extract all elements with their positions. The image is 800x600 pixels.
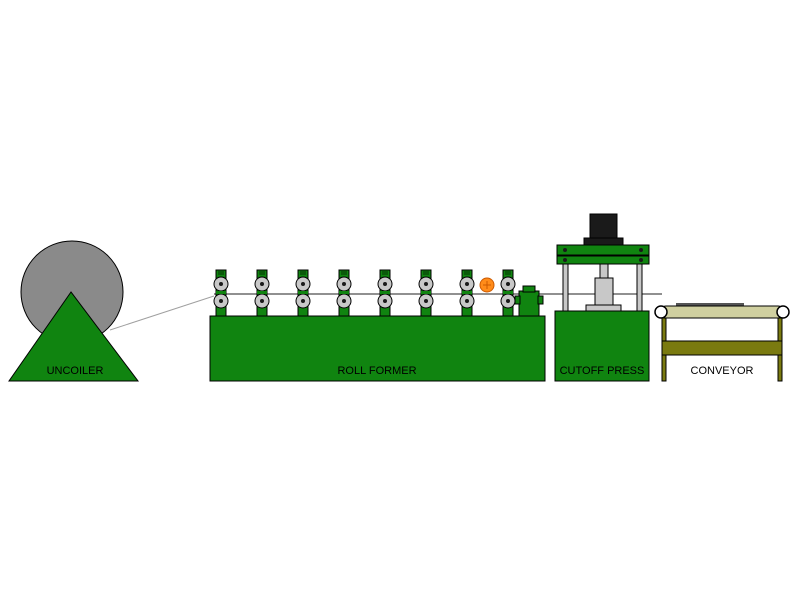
uncoiler-stand [8,291,140,382]
tie-rod-nut [639,258,643,262]
press-column-left [562,263,569,312]
roll-former-label: ROLL FORMER [337,365,416,377]
conveyor-pulley-right [776,305,790,319]
conveyor: CONVEYOR [654,303,790,382]
die-block [594,277,614,307]
stand-cap [505,271,511,275]
roll-shaft [301,282,305,286]
tie-rod-nut [563,248,567,252]
press-column-right [636,263,643,312]
roll-stand [377,269,393,317]
roll-shaft [383,299,387,303]
roll-stand [213,269,229,317]
roll-shaft [424,282,428,286]
roll-shaft [383,282,387,286]
roll-shaft [219,282,223,286]
stand-cap [382,271,388,275]
drive-gearbox [514,285,544,317]
cutoff-press: CUTOFF PRESS [554,213,650,382]
roll-former: ROLL FORMER [209,269,546,382]
conveyor-crossbar [661,340,783,356]
stand-spacer [462,291,472,294]
press-top-plate [556,244,650,256]
uncoiler-label: UNCOILER [47,365,104,377]
stand-spacer [503,291,513,294]
roll-stands [213,269,516,317]
stand-cap [218,271,224,275]
die-shank [599,263,609,279]
roll-shaft [465,282,469,286]
stand-cap [464,271,470,275]
roll-shaft [506,299,510,303]
cutoff-press-label: CUTOFF PRESS [560,365,645,377]
roll-stand [500,269,516,317]
tie-rod-nut [639,248,643,252]
conveyor-label: CONVEYOR [691,365,754,377]
roll-shaft [342,299,346,303]
stand-spacer [257,291,267,294]
roll-shaft [260,299,264,303]
stand-cap [259,271,265,275]
roll-shaft [260,282,264,286]
roll-shaft [342,282,346,286]
roll-stand [295,269,311,317]
roll-shaft [301,299,305,303]
stand-cap [423,271,429,275]
roll-shaft [506,282,510,286]
stand-spacer [380,291,390,294]
stand-spacer [421,291,431,294]
roll-shaft [465,299,469,303]
stand-cap [341,271,347,275]
roll-stand [254,269,270,317]
stand-spacer [339,291,349,294]
strip-from-coil [109,295,215,331]
tie-rod-nut [563,258,567,262]
roll-stand [418,269,434,317]
stand-cap [300,271,306,275]
press-base [554,310,650,382]
conveyor-belt [659,305,785,319]
conveyor-pulley-left [654,305,668,319]
roll-stand [336,269,352,317]
stand-spacer [216,291,226,294]
roll-shaft [219,299,223,303]
roll-stand [459,269,475,317]
roll-former-base [209,315,546,382]
conveyor-part [676,303,744,306]
press-ram-plate [556,255,650,265]
stand-spacer [298,291,308,294]
roll-shaft [424,299,428,303]
uncoiler: UNCOILER [8,240,140,382]
